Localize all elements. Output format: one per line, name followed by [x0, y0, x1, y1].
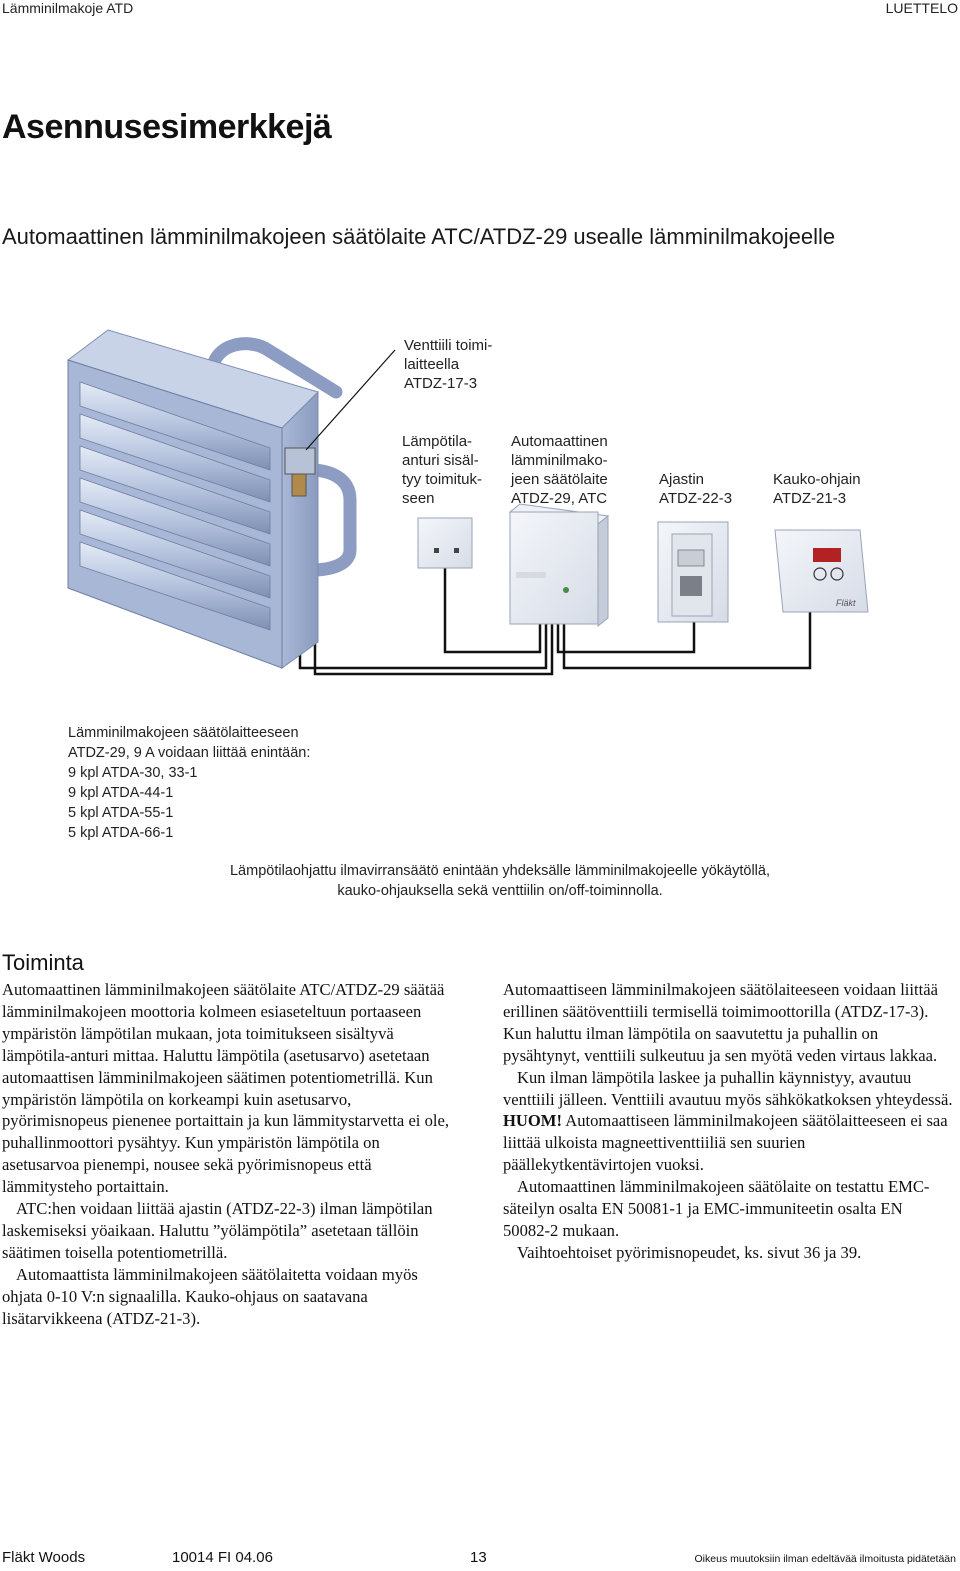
footer-code: 10014 FI 04.06 [172, 1549, 273, 1566]
footer-disclaimer: Oikeus muutoksiin ilman edeltävää ilmoit… [694, 1553, 956, 1565]
note-line: 9 kpl ATDA-30, 33-1 [68, 765, 198, 781]
label-timer: Ajastin ATDZ-22-3 [659, 471, 733, 507]
label-sensor: Lämpötila- anturi sisäl- tyy toimituk- s… [402, 433, 483, 507]
heater-unit [66, 329, 319, 669]
warning-label: HUOM! [503, 1111, 562, 1131]
footer-brand: Fläkt Woods [2, 1549, 86, 1566]
header-left: Lämminilmakoje ATD [2, 0, 134, 16]
paragraph: Kun ilman lämpötila laskee ja puhallin k… [503, 1067, 953, 1109]
wiring [298, 568, 812, 676]
text-column-right: Automaattiseen lämminilmakojeen säätölai… [503, 979, 953, 1264]
note-line: 5 kpl ATDA-55-1 [68, 805, 174, 821]
paragraph: ATC:hen voidaan liittää ajastin (ATDZ-22… [2, 1199, 433, 1262]
note-line: Lämminilmakojeen säätölaitteeseen [68, 725, 299, 741]
section-title: Toiminta [2, 950, 84, 975]
label-controller: Automaattinen lämminilmako- jeen säätöla… [511, 433, 608, 507]
paragraph: Automaattinen lämminilmakojeen säätölait… [2, 980, 449, 1197]
paragraph: Automaattinen lämminilmakojeen säätölait… [503, 1177, 930, 1240]
caption-line: Lämpötilaohjattu ilmavirransäätö enintää… [229, 863, 770, 879]
footer-page-number: 13 [470, 1549, 487, 1566]
warning-text: Automaattiseen lämminilmakojeen säätölai… [503, 1111, 948, 1175]
caption-line: kauko-ohjauksella sekä venttiilin on/off… [337, 883, 663, 899]
louvres [79, 381, 271, 631]
note-line: 5 kpl ATDA-66-1 [68, 825, 174, 841]
text-column-left: Automaattinen lämminilmakojeen säätölait… [2, 979, 457, 1330]
label-remote: Kauko-ohjain ATDZ-21-3 [773, 471, 861, 507]
timer-device [657, 521, 729, 623]
note-line: 9 kpl ATDA-44-1 [68, 785, 174, 801]
note-line: ATDZ-29, 9 A voidaan liittää enintään: [68, 745, 311, 761]
paragraph: Vaihtoehtoiset pyörimisnopeudet, ks. siv… [517, 1242, 862, 1262]
page-subtitle: Automaattinen lämminilmakojeen säätölait… [2, 224, 836, 249]
label-valve: Venttiili toimi- laitteella ATDZ-17-3 [404, 337, 493, 392]
temperature-sensor [417, 517, 473, 569]
installation-diagram: Fläkt [66, 329, 869, 676]
paragraph: Automaattiseen lämminilmakojeen säätölai… [503, 980, 938, 1065]
connection-notes: Lämminilmakojeen säätölaitteeseen ATDZ-2… [68, 723, 310, 843]
valve-leader-line [305, 349, 396, 451]
automatic-controller [508, 503, 610, 628]
valve-actuator [284, 447, 316, 497]
paragraph: HUOM! Automaattiseen lämminilmakojeen sä… [503, 1110, 953, 1176]
diagram-caption: Lämpötilaohjattu ilmavirransäätö enintää… [100, 861, 900, 901]
page-title: Asennusesimerkkejä [2, 108, 332, 146]
paragraph: Automaattista lämminilmakojeen säätölait… [2, 1264, 418, 1328]
remote-controller: Fläkt [774, 529, 869, 613]
header-right: LUETTELO [885, 0, 958, 16]
svg-text:Fläkt: Fläkt [836, 598, 856, 608]
